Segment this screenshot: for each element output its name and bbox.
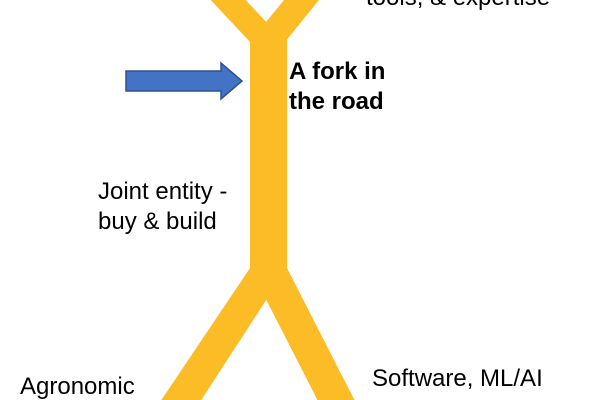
joint-entity-label: Joint entity - buy & build	[98, 177, 227, 237]
software-label-text: Software, ML/AI	[372, 365, 543, 392]
road-lower-left-branch	[161, 268, 287, 400]
software-ml-ai-label: Software, ML/AI	[372, 364, 543, 394]
agronomic-label-text: Agronomic	[20, 373, 135, 400]
agronomic-label: Agronomic	[20, 372, 135, 400]
top-right-label-text: tools, & expertise	[366, 0, 550, 13]
fork-label-line-2: the road	[289, 88, 384, 115]
road-trunk	[250, 40, 287, 272]
arrow-right-icon	[125, 61, 244, 101]
joint-label-line-1: Joint entity -	[98, 178, 228, 205]
road-shape	[161, 0, 355, 400]
fork-label-line-1: A fork in	[289, 58, 386, 85]
top-right-label: tools, & expertise	[366, 0, 550, 13]
joint-label-line-2: buy & build	[98, 208, 217, 235]
road-upper-right-branch	[250, 0, 319, 42]
road-lower-right-branch	[250, 268, 355, 400]
fork-in-the-road-label: A fork in the road	[289, 57, 385, 117]
